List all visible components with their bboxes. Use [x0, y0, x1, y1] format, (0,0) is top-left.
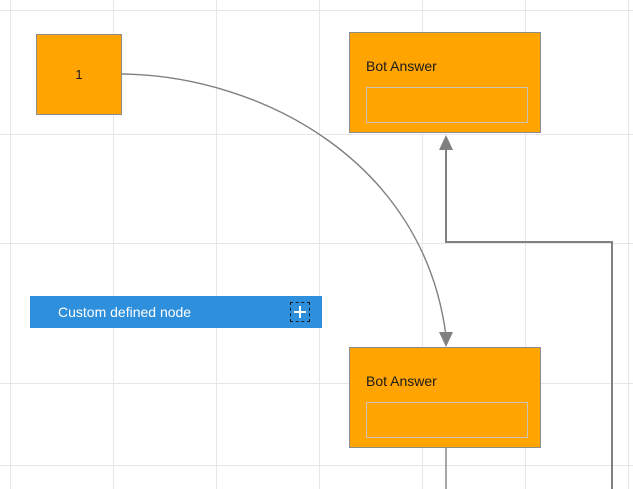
node-title: Bot Answer — [366, 373, 437, 389]
node-numbered-1[interactable]: 1 — [36, 34, 122, 115]
custom-defined-node-bar[interactable]: Custom defined node — [30, 296, 322, 328]
plus-icon[interactable] — [290, 302, 310, 322]
custom-defined-node-label: Custom defined node — [58, 304, 192, 320]
node-number-label: 1 — [75, 67, 83, 82]
node-answer-slot[interactable] — [366, 87, 528, 123]
node-title: Bot Answer — [366, 58, 437, 74]
arrowhead-up-icon — [439, 135, 453, 150]
arrowhead-down-icon — [439, 332, 453, 347]
node-bot-answer-top[interactable]: Bot Answer — [349, 32, 541, 133]
node-answer-slot[interactable] — [366, 402, 528, 438]
edge-orthogonal-to-bot-top[interactable] — [445, 150, 612, 243]
node-bot-answer-bottom[interactable]: Bot Answer — [349, 347, 541, 448]
edge-curved-node1-to-bot-bottom[interactable] — [121, 73, 447, 337]
